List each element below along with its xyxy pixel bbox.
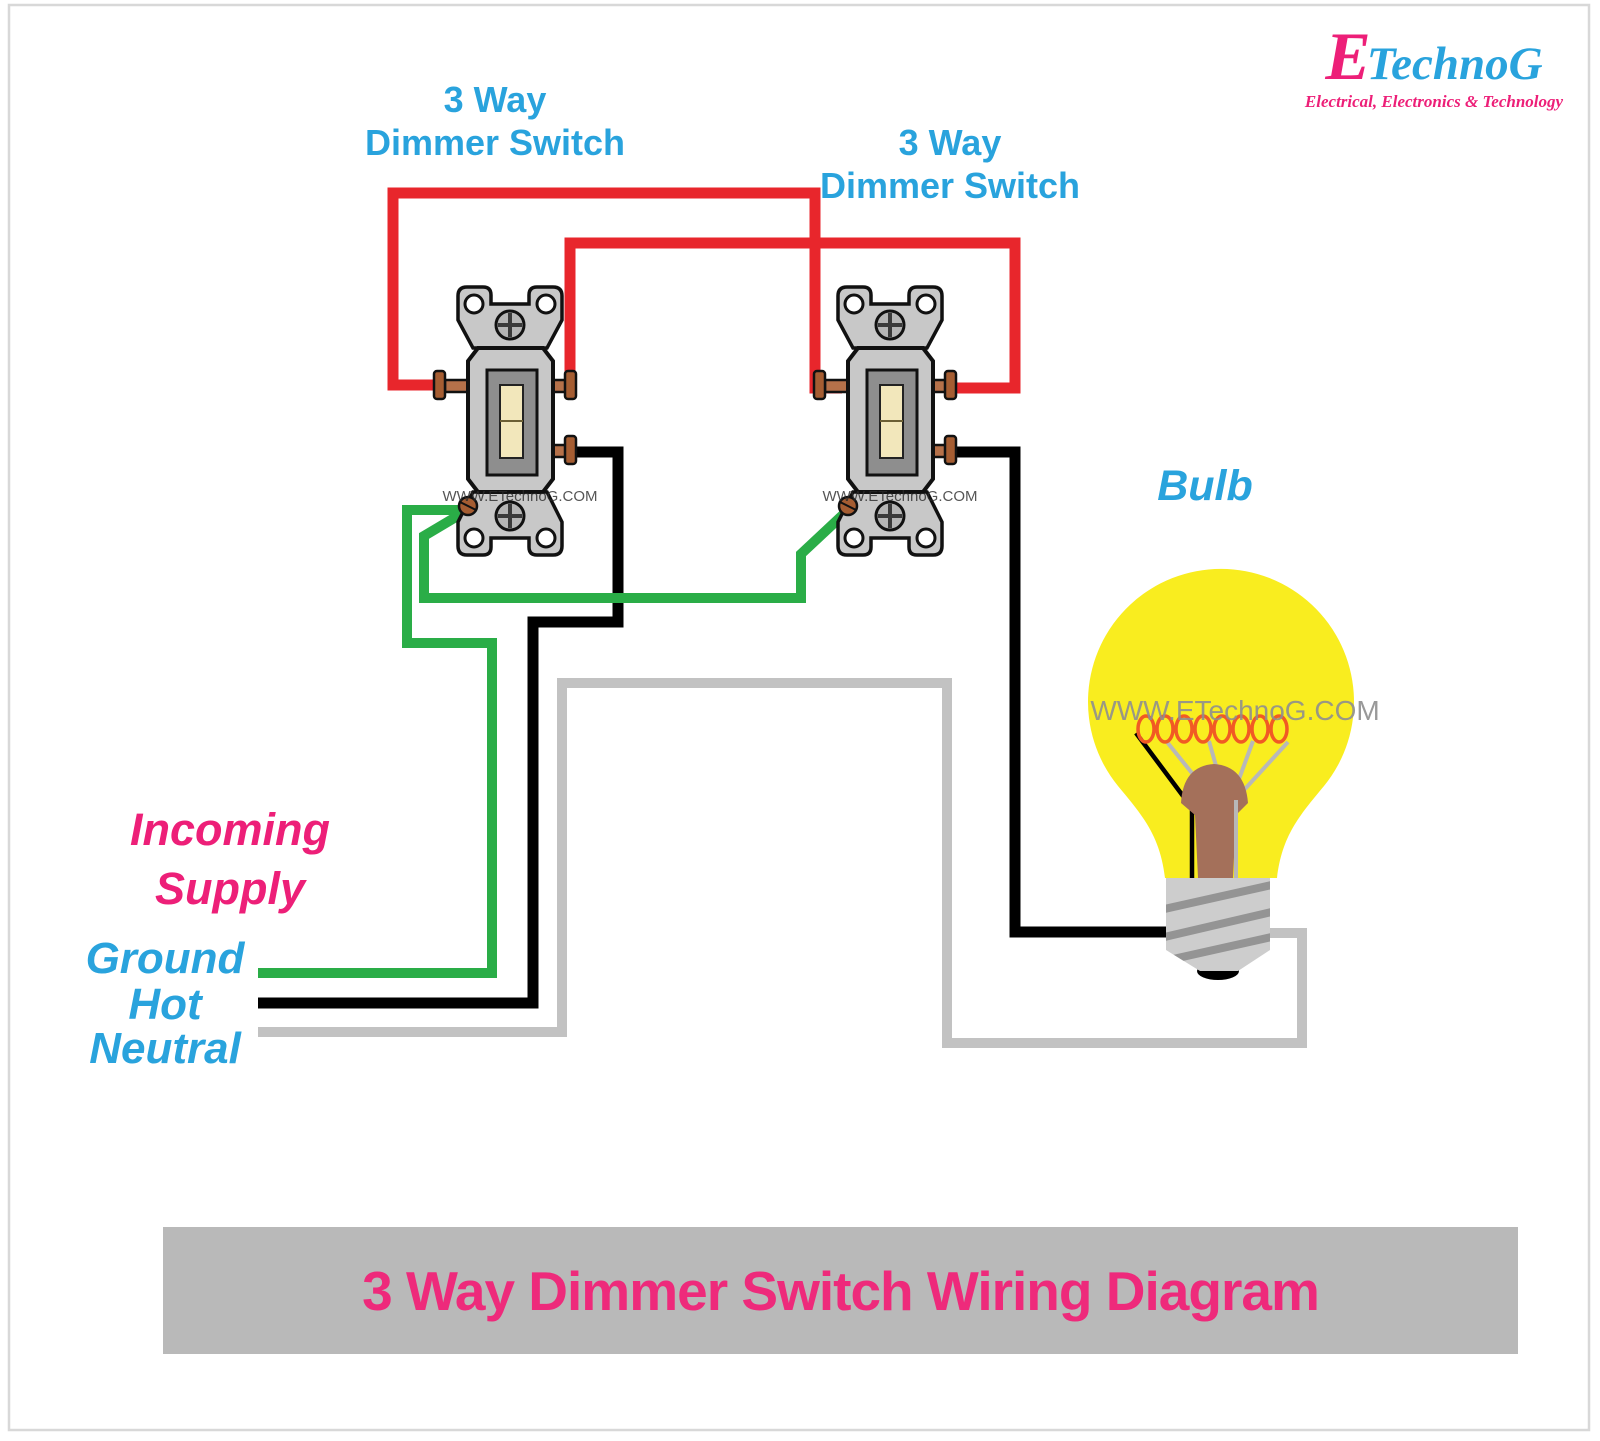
watermark-switch-2: WWW.ETechnoG.COM <box>822 488 977 505</box>
etechnog-logo: ETechnoG Electrical, Electronics & Techn… <box>1288 22 1580 110</box>
bulb-stem <box>1181 764 1248 878</box>
wire-ground-incoming-green <box>258 505 497 978</box>
switch-2-label-line1: 3 Way <box>898 122 1002 163</box>
wire-hot-incoming-black <box>258 446 624 1009</box>
diagram-title: 3 Way Dimmer Switch Wiring Diagram <box>362 1259 1320 1322</box>
hot-label: Hot <box>128 980 202 1029</box>
switch-1-label: 3 Way Dimmer Switch <box>345 78 645 164</box>
logo-rest: TechnoG <box>1366 38 1543 90</box>
logo-e: E <box>1325 18 1370 94</box>
filament-coil <box>1136 714 1289 744</box>
switch-2-label-line2: Dimmer Switch <box>819 165 1081 206</box>
wire-switch2-to-bulb-black <box>948 446 1172 938</box>
dimmer-switch-2 <box>812 285 958 557</box>
incoming-line1: Incoming <box>130 804 330 855</box>
ground-label: Ground <box>85 934 245 983</box>
switch-1-label-line1: 3 Way <box>443 79 547 120</box>
watermark-bulb: WWW.ETechnoG.COM <box>1090 695 1379 726</box>
switch-2-label: 3 Way Dimmer Switch <box>800 121 1100 207</box>
incoming-line2: Supply <box>154 863 305 914</box>
wire-neutral-gray <box>258 678 1307 1048</box>
light-bulb <box>1088 568 1354 980</box>
switch-1-label-line2: Dimmer Switch <box>364 122 626 163</box>
incoming-supply-label: Incoming Supply <box>120 800 340 918</box>
wire-ground-link-green <box>419 506 851 603</box>
page-border <box>7 3 1591 1432</box>
wire-traveler-red-2 <box>564 237 1021 394</box>
base-threads <box>1166 880 1270 966</box>
bulb-glass <box>1088 568 1354 878</box>
logo-tagline: Electrical, Electronics & Technology <box>1304 92 1564 111</box>
neutral-label: Neutral <box>89 1024 241 1073</box>
watermark-switch-1: WWW.ETechnoG.COM <box>442 488 597 505</box>
title-banner: 3 Way Dimmer Switch Wiring Diagram <box>163 1227 1518 1354</box>
bulb-label: Bulb <box>1157 462 1253 510</box>
